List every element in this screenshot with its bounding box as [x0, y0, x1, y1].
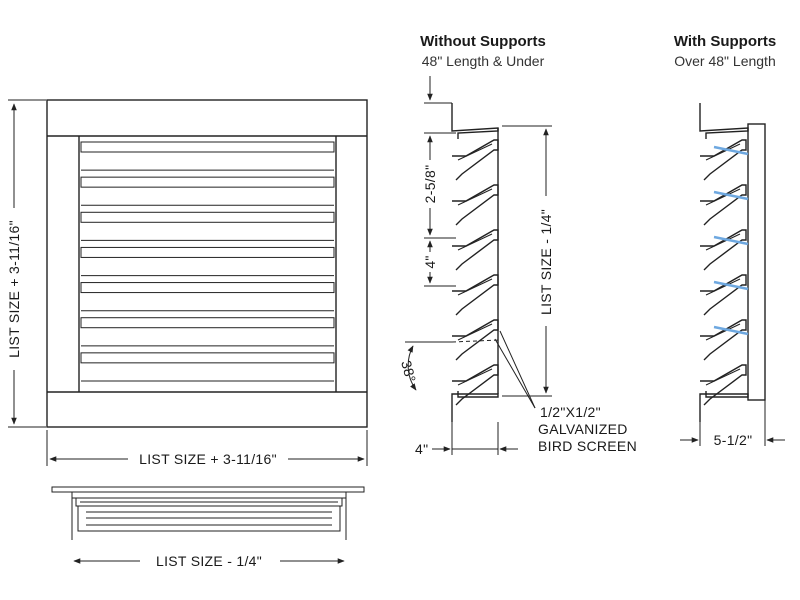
height-label: LIST SIZE + 3-11/16" [6, 220, 22, 358]
screen-label-line-3: BIRD SCREEN [538, 438, 637, 454]
top-view: LIST SIZE - 1/4" [51, 486, 365, 570]
supports-depth-label-gap [706, 430, 762, 448]
top-width-label-gap [140, 552, 280, 570]
section-blade-inner [457, 278, 493, 296]
top-view-flange [51, 486, 365, 493]
width-label: LIST SIZE + 3-11/16" [139, 451, 277, 467]
section-blade [452, 229, 499, 271]
outer-frame [46, 99, 368, 428]
supports-bottom-frame [699, 391, 749, 422]
section-blade-inner [705, 188, 741, 206]
screen-label-line-2: GALVANIZED [538, 421, 628, 437]
height-label-gap [6, 208, 22, 370]
section-blade-inner [457, 233, 493, 251]
section-without-supports: Without Supports 48" Length & Under 2-5/… [398, 33, 637, 457]
depth-label: 4" [415, 441, 428, 457]
screen-leader-2 [494, 338, 536, 409]
section-blade [452, 274, 499, 316]
section-blade-inner [705, 233, 741, 251]
support-bar [713, 145, 749, 156]
louver-blade [80, 282, 335, 294]
section-with-supports: With Supports Over 48" Length 5-1/2" [674, 33, 785, 448]
section-blade [700, 184, 747, 226]
section-blade [452, 319, 499, 361]
spacing-label: 4" [422, 255, 438, 268]
top-width-label: LIST SIZE - 1/4" [156, 553, 262, 569]
angle-arc [407, 345, 417, 391]
without-supports-subtitle: 48" Length & Under [422, 53, 545, 69]
angle-label: 38° [398, 359, 419, 384]
section-blade [700, 274, 747, 316]
front-view: LIST SIZE + 3-11/16" LIST SIZE + 3-11/16… [6, 99, 368, 468]
louver-blade [80, 211, 335, 223]
louver-blade [80, 352, 335, 364]
support-bar [713, 325, 749, 336]
section-blade [452, 184, 499, 226]
angle-dash-line [451, 339, 501, 343]
louver-blade [80, 176, 335, 188]
section-blade [700, 139, 747, 181]
section-blade-inner [457, 188, 493, 206]
supports-depth-label: 5-1/2" [714, 432, 753, 448]
pitch-label-gap [421, 160, 439, 208]
section-bottom-frame [451, 391, 499, 422]
support-bars [713, 145, 749, 336]
section-top-frame [451, 103, 499, 139]
section-blade [700, 319, 747, 361]
section-height-label-gap [537, 196, 555, 326]
section-height-label: LIST SIZE - 1/4" [538, 209, 554, 315]
pitch-label: 2-5/8" [422, 165, 438, 204]
section-blade [452, 139, 499, 181]
supports-top-frame [699, 103, 749, 139]
spacing-label-gap [421, 252, 439, 272]
front-louver-blades [80, 141, 335, 382]
screen-label-line-1: 1/2"X1/2" [540, 404, 601, 420]
width-label-gap [128, 450, 288, 468]
screen-leader-1 [499, 330, 536, 409]
section-blade-inner [705, 368, 741, 386]
support-bar [713, 280, 749, 291]
top-view-body [77, 505, 341, 532]
section-blades-with-supports [700, 139, 747, 406]
louver-blade [80, 246, 335, 258]
section-blade-inner [457, 368, 493, 386]
section-blade-inner [457, 143, 493, 161]
support-channel [747, 123, 766, 401]
support-bar [713, 235, 749, 246]
top-view-upper-band [71, 491, 347, 499]
section-blade-inner [457, 323, 493, 341]
louver-blade [80, 317, 335, 329]
without-supports-title: Without Supports [420, 33, 546, 50]
support-bar [713, 190, 749, 201]
section-blade-inner [705, 278, 741, 296]
with-supports-title: With Supports [674, 33, 776, 50]
section-blade-inner [705, 143, 741, 161]
section-blade-inner [705, 323, 741, 341]
with-supports-subtitle: Over 48" Length [674, 53, 775, 69]
section-blade [452, 364, 499, 406]
section-blade [700, 364, 747, 406]
louver-blade [80, 141, 335, 153]
section-blade [700, 229, 747, 271]
section-blades-without-supports [452, 139, 499, 406]
